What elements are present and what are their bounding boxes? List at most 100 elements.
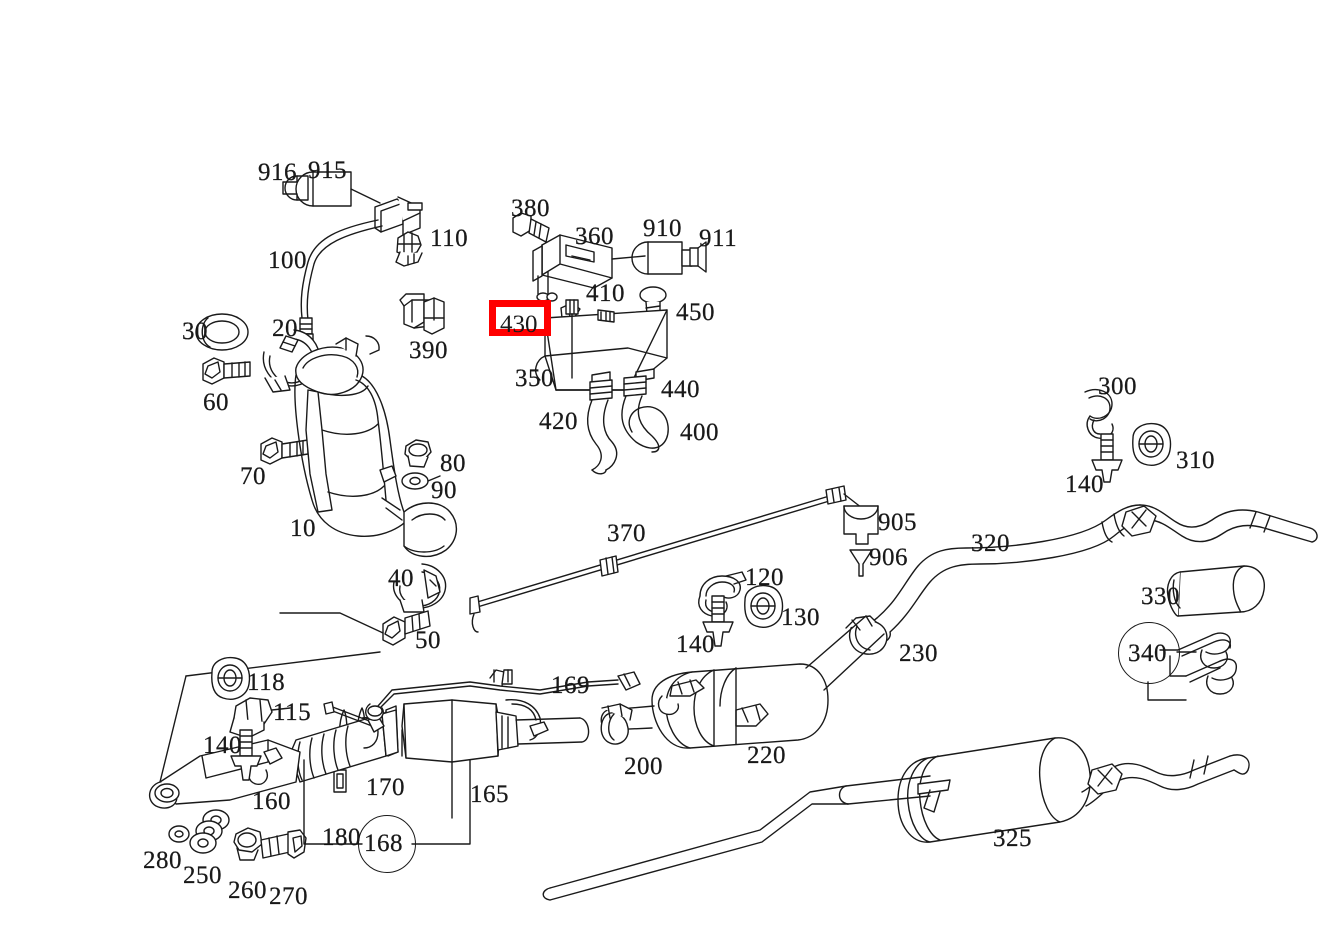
detail-circle-168 bbox=[358, 815, 416, 873]
leader-340 bbox=[1147, 651, 1197, 701]
part-90-washer bbox=[401, 472, 441, 490]
callout-320: 320 bbox=[971, 530, 1010, 557]
callout-130: 130 bbox=[781, 604, 820, 631]
part-140-rivet-left bbox=[230, 729, 262, 781]
callout-280: 280 bbox=[143, 847, 182, 874]
part-50-bolt bbox=[279, 610, 431, 646]
part-110-cable-clip bbox=[395, 231, 423, 267]
part-220-center-muffler bbox=[600, 615, 885, 749]
part-250-washers bbox=[189, 809, 230, 854]
detail-circle-340 bbox=[1118, 622, 1180, 684]
callout-250: 250 bbox=[183, 862, 222, 889]
callout-380: 380 bbox=[511, 195, 550, 222]
callout-140-right: 140 bbox=[1065, 471, 1104, 498]
highlighted-part-label: 430 bbox=[500, 311, 538, 338]
part-30-gasket-ring bbox=[195, 313, 249, 351]
callout-170: 170 bbox=[366, 774, 405, 801]
part-280-washer bbox=[168, 825, 190, 843]
callout-70: 70 bbox=[240, 463, 266, 490]
part-60-bolt bbox=[202, 357, 251, 385]
callout-330: 330 bbox=[1141, 583, 1180, 610]
part-118-rubber-hanger bbox=[211, 656, 251, 700]
callout-20: 20 bbox=[272, 315, 298, 342]
callout-118: 118 bbox=[247, 669, 286, 696]
callout-420: 420 bbox=[539, 408, 578, 435]
callout-110: 110 bbox=[430, 225, 469, 252]
part-350-heat-shield bbox=[534, 299, 668, 391]
callout-440: 440 bbox=[661, 376, 700, 403]
part-10-catalytic-converter bbox=[294, 335, 457, 557]
callout-905: 905 bbox=[878, 509, 917, 536]
part-140-rivet-center bbox=[702, 595, 734, 647]
part-300-spring-clip bbox=[1084, 388, 1114, 439]
callout-140-left: 140 bbox=[203, 732, 242, 759]
part-115-bracket bbox=[229, 697, 291, 739]
callout-340: 340 bbox=[1128, 640, 1167, 667]
part-80-nut bbox=[404, 439, 432, 468]
callout-220: 220 bbox=[747, 742, 786, 769]
callout-450: 450 bbox=[676, 299, 715, 326]
callout-400: 400 bbox=[680, 419, 719, 446]
callout-300: 300 bbox=[1098, 373, 1137, 400]
callout-325: 325 bbox=[993, 825, 1032, 852]
callout-906: 906 bbox=[869, 544, 908, 571]
part-370-tie-rod bbox=[469, 485, 863, 633]
callout-60: 60 bbox=[203, 389, 229, 416]
callout-169: 169 bbox=[551, 672, 590, 699]
part-169-sensor-cable bbox=[365, 669, 641, 722]
part-165-converter bbox=[379, 699, 590, 819]
callout-160: 160 bbox=[252, 788, 291, 815]
part-200-clamp bbox=[600, 703, 633, 745]
callout-80: 80 bbox=[440, 450, 466, 477]
callout-370: 370 bbox=[607, 520, 646, 547]
callout-115: 115 bbox=[273, 699, 312, 726]
part-260-nut bbox=[233, 827, 263, 861]
part-325-rear-muffler bbox=[542, 737, 1250, 901]
callout-360: 360 bbox=[575, 223, 614, 250]
callout-310: 310 bbox=[1176, 447, 1215, 474]
callout-30: 30 bbox=[182, 318, 208, 345]
callout-260: 260 bbox=[228, 877, 267, 904]
part-910-connector bbox=[631, 241, 693, 275]
part-140-rivet-right bbox=[1091, 433, 1123, 483]
callout-390: 390 bbox=[409, 337, 448, 364]
part-130-rubber-hanger bbox=[744, 584, 784, 628]
part-230-clamp bbox=[845, 615, 888, 655]
callout-50: 50 bbox=[415, 627, 441, 654]
callout-270: 270 bbox=[269, 883, 308, 910]
part-905-connector bbox=[843, 505, 879, 545]
callout-911: 911 bbox=[699, 225, 738, 252]
callout-350: 350 bbox=[515, 365, 554, 392]
callout-165: 165 bbox=[470, 781, 509, 808]
part-380-bolt bbox=[512, 212, 550, 243]
callout-180: 180 bbox=[322, 824, 361, 851]
part-400-hose bbox=[621, 375, 669, 453]
callout-10: 10 bbox=[290, 515, 316, 542]
highlighted-part-430[interactable]: 430 bbox=[489, 300, 551, 338]
callout-910: 910 bbox=[643, 215, 682, 242]
part-390-bracket bbox=[399, 293, 445, 335]
part-915-connector bbox=[295, 171, 352, 207]
callout-915: 915 bbox=[308, 157, 347, 184]
group-box-168 bbox=[303, 759, 471, 845]
part-40-clamp bbox=[392, 563, 447, 613]
part-906-connector bbox=[849, 549, 873, 577]
callout-140-center: 140 bbox=[676, 631, 715, 658]
sensor-lead bbox=[350, 188, 381, 204]
callout-90: 90 bbox=[431, 477, 457, 504]
callout-100: 100 bbox=[268, 247, 307, 274]
part-160-flex-pipe bbox=[149, 651, 399, 809]
part-420-hose bbox=[586, 379, 618, 475]
callout-200: 200 bbox=[624, 753, 663, 780]
part-911-connector bbox=[689, 241, 707, 273]
part-310-rubber-hanger bbox=[1132, 422, 1172, 466]
callout-120: 120 bbox=[745, 564, 784, 591]
part-360-module bbox=[532, 234, 646, 312]
part-330-tailpipe-trim bbox=[1166, 565, 1265, 617]
callout-40: 40 bbox=[388, 565, 414, 592]
callout-230: 230 bbox=[899, 640, 938, 667]
callout-168: 168 bbox=[364, 830, 403, 857]
part-100-oxygen-sensor bbox=[298, 196, 423, 381]
